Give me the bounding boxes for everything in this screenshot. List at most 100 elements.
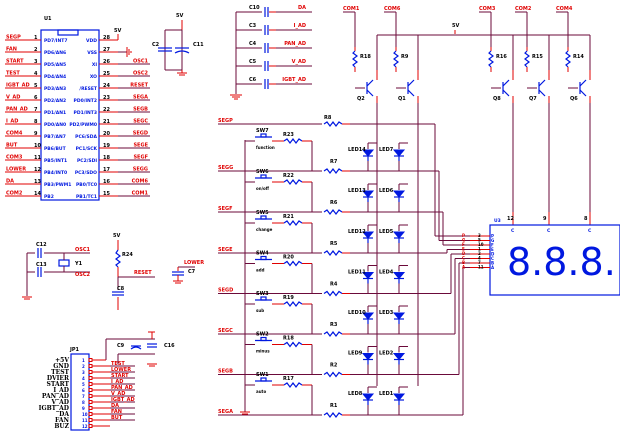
u3-seg-pin-name: F [491,243,494,248]
c16-label: C16 [164,343,175,349]
resistor-symbol [524,50,530,68]
resistor-symbol [283,382,303,388]
filter-cap-net: V_AD [292,59,306,65]
jp1-pin-pad [88,370,93,374]
switch-ref: SW4 [256,251,269,257]
led-symbol [361,231,375,239]
led-ref: LED4 [379,270,394,276]
jp1-pin-number: 9 [82,406,85,411]
resistor-symbol [283,341,303,348]
led-ref: LED7 [379,147,394,153]
u1-pin-number: 19 [103,143,110,149]
u1-left-net: V_AD [6,95,20,101]
u1-pin-name: PD7/INT7 [44,38,67,44]
u1-pin-name: PD1/INT3 [74,110,97,116]
u1-ref: U1 [44,16,52,22]
led-ref: LED2 [379,351,394,357]
jp1-pin-label: DA [59,411,69,418]
filter-cap-ref: C10 [249,5,260,11]
driver-q-ref: Q1 [398,96,406,102]
jp1-pin-label: BUZ [54,423,69,430]
switch-res-ref: R19 [283,295,294,301]
jp1-pin-pad [88,424,93,428]
u1-pin-name: PD2/PWM0 [69,122,97,128]
u3-seg-label: P [462,233,465,238]
u1-pin-number: 2 [34,47,38,53]
u1-left-net: DA [6,179,14,185]
jp1-pin-pad [88,376,93,380]
jp1-pin-label: START [47,381,70,388]
u1-pin-number: 27 [103,47,110,53]
jp1-pin-net: PAN_AD [111,385,133,391]
jp1-pin-number: 11 [82,418,88,423]
switch-knob [260,255,267,261]
switch-ref: SW7 [256,128,269,134]
jp1-pin-pad [88,382,93,386]
resistor-symbol [352,50,358,68]
jp1-pin-number: 8 [82,400,85,405]
u1-pin-name: XO [90,74,97,80]
switch-function-label: sub [256,308,264,313]
jp1-pin-label: V_AD [50,399,69,406]
u1-pin-name: PD6/AN6 [44,50,66,56]
row-seg-net: SEGG [218,165,233,171]
u1-right-net: SEGC [133,119,148,125]
u1-pin-name: PC2/SDI [77,158,97,164]
u1-left-net: START [6,59,24,65]
u1-pin-number: 4 [34,71,38,77]
resistor-symbol [283,138,303,144]
resistor-symbol [323,250,343,256]
c11-label: C11 [193,42,204,48]
c8-label: C8 [117,286,125,292]
u1-right-net: COM1 [132,191,149,197]
row-res-ref: R2 [330,363,338,369]
u1-right-net: SEGE [133,143,148,149]
u1-pin-number: 22 [103,107,110,113]
lower-net: LOWER [184,260,204,266]
switch-ref: SW1 [256,372,269,378]
u1-right-net: SEGA [133,95,148,101]
filter-cap-ref: C3 [249,23,257,29]
u3-com-pin: C [588,228,592,234]
driver-com-net: COM6 [384,6,401,12]
jp1-pin-net: LOWER [111,367,131,373]
jp1-pin-net: DA [111,403,119,409]
row-seg-net: SEGP [218,118,233,124]
u1-right-net: COM6 [132,179,149,185]
switch-knob [260,296,267,301]
r24-label: R24 [122,252,133,258]
jp1-pin-net: TEST [111,361,125,367]
u1-right-net: SEGG [133,167,148,173]
u1-vdd-label: 5V [114,28,121,34]
resistor-symbol [323,331,343,337]
jp1-pin-pad [88,364,93,368]
driver-q-ref: Q7 [529,96,537,102]
u3-pin-number: 10 [478,242,484,247]
u3-com-pin: C [547,228,551,234]
resistor-symbol [323,290,343,297]
u1-right-net: OSC1 [133,59,149,65]
u1-pin-number: 7 [34,107,38,113]
u3-seg-pin-name: A [491,265,495,270]
u1-notch [57,29,79,36]
u1-pin-number: 16 [103,179,110,185]
u1-pin-name: XI [92,62,97,68]
driver-res-ref: R14 [573,54,584,60]
u3-pin-number: 5 [478,238,481,243]
led-symbol [392,149,406,157]
led-symbol [361,149,375,157]
u1-right-net: RESET [130,83,148,89]
row-seg-net: SEGA [218,409,233,415]
filter-cap-net: PAN_AD [284,41,306,47]
jp1-pin-number: 12 [82,424,88,429]
u1-pin-name: PD3/AN3 [44,86,66,92]
u1-left-net: BUT [6,143,18,149]
u1-pin-number: 13 [34,179,41,185]
u3-seg-label: G [462,238,465,243]
u1-pin-number: 26 [103,59,110,65]
u3-com-pin-number: 12 [507,216,514,222]
driver-res-ref: R18 [360,54,371,60]
